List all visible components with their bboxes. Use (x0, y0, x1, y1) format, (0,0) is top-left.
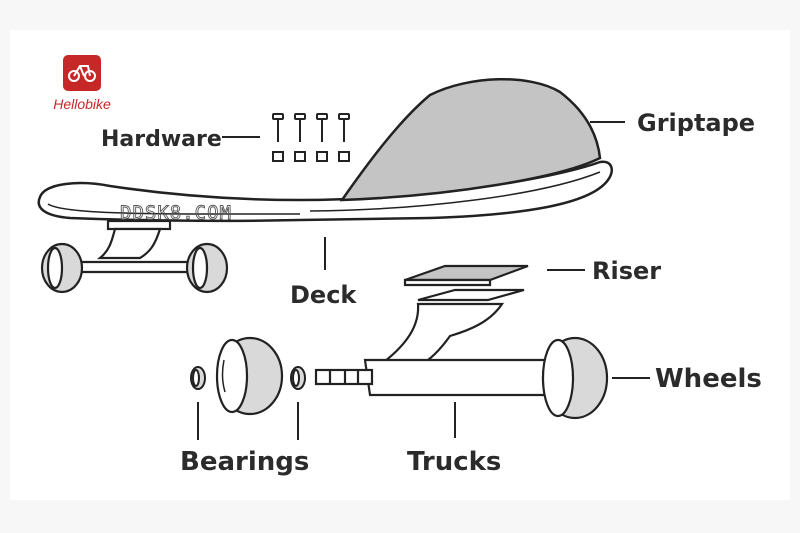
brand-name: Hellobike (53, 96, 111, 112)
mounted-truck (40, 219, 229, 294)
label-bearings: Bearings (180, 447, 309, 477)
deck-watermark: DDSK8.COM (120, 202, 232, 224)
label-wheels: Wheels (655, 364, 762, 394)
wheel-right (541, 336, 609, 420)
label-hardware: Hardware (101, 127, 222, 152)
label-trucks: Trucks (407, 447, 501, 477)
label-griptape: Griptape (637, 109, 755, 137)
label-riser: Riser (592, 257, 661, 285)
riser-pads (403, 264, 529, 302)
bearings (190, 366, 306, 390)
brand-logo: Hellobike (53, 55, 111, 112)
wheel-left (215, 336, 284, 416)
label-deck: Deck (290, 281, 357, 309)
hardware-bolts (272, 113, 350, 162)
griptape-sheet (339, 78, 602, 202)
truck (314, 302, 562, 397)
